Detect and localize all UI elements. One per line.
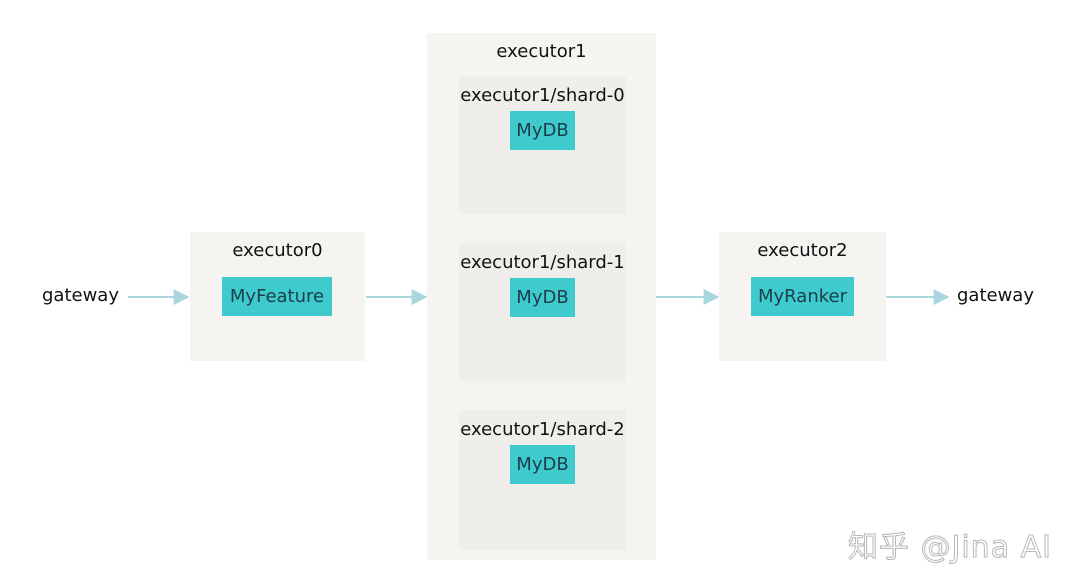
executor1-shard-2: executor1/shard-2 MyDB <box>459 410 626 550</box>
gateway-input-label: gateway <box>42 285 119 306</box>
executor1-shard-0: executor1/shard-0 MyDB <box>459 76 626 214</box>
myfeature-node[interactable]: MyFeature <box>222 277 332 316</box>
executor1-shard-1: executor1/shard-1 MyDB <box>459 243 626 381</box>
shard-2-title: executor1/shard-2 <box>460 419 625 440</box>
executor0-cluster: executor0 MyFeature <box>190 232 365 361</box>
gateway-output-label: gateway <box>957 285 1034 306</box>
mydb-node-shard-1[interactable]: MyDB <box>510 278 575 317</box>
shard-0-title: executor1/shard-0 <box>460 85 625 106</box>
shard-1-title: executor1/shard-1 <box>460 252 625 273</box>
myranker-node[interactable]: MyRanker <box>751 277 854 316</box>
executor2-title: executor2 <box>757 240 848 261</box>
watermark: 知乎 @Jina AI <box>847 530 1052 566</box>
mydb-node-shard-0[interactable]: MyDB <box>510 111 575 150</box>
executor2-cluster: executor2 MyRanker <box>719 232 886 361</box>
executor1-cluster: executor1 executor1/shard-0 MyDB executo… <box>427 33 656 560</box>
executor0-title: executor0 <box>232 240 323 261</box>
executor1-title: executor1 <box>496 41 587 62</box>
mydb-node-shard-2[interactable]: MyDB <box>510 445 575 484</box>
